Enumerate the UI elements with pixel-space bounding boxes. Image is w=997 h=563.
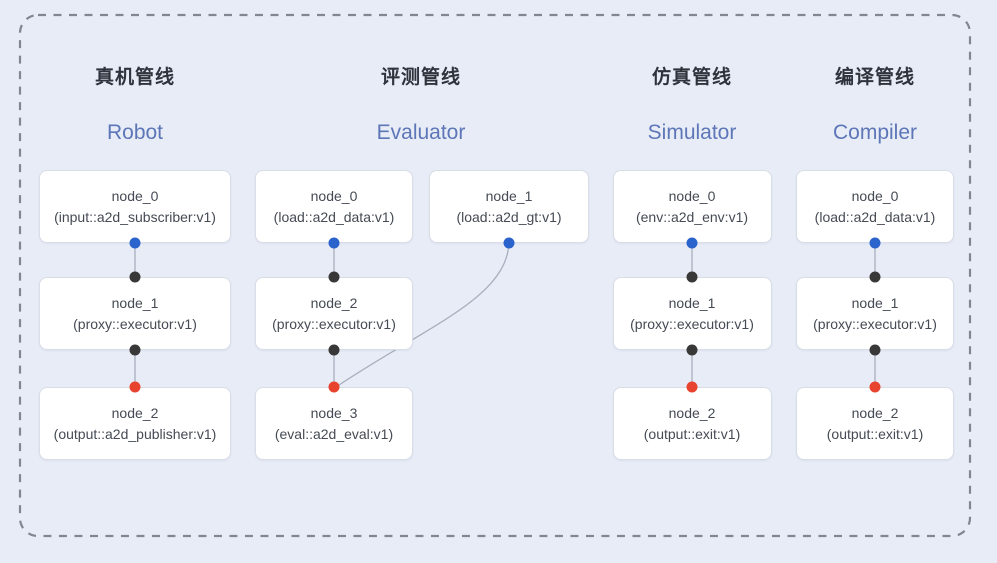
connector-dot-black: [686, 344, 698, 356]
connector-dot-black: [129, 344, 141, 356]
node-box-robot-node_1: node_1(proxy::executor:v1): [39, 277, 231, 350]
pipeline-title-en-evaluator: Evaluator: [376, 121, 466, 144]
node-subtitle: (load::a2d_data:v1): [273, 208, 395, 225]
connector-dot-blue: [503, 237, 515, 249]
node-box-robot-node_2: node_2(output::a2d_publisher:v1): [39, 387, 231, 460]
connector-dot-red: [328, 381, 340, 393]
pipeline-title-cn-evaluator: 评测管线: [380, 67, 462, 88]
node-subtitle: (input::a2d_subscriber:v1): [54, 208, 216, 225]
node-subtitle: (proxy::executor:v1): [272, 315, 396, 332]
node-subtitle: (load::a2d_data:v1): [814, 208, 936, 225]
node-label: node_2: [851, 404, 899, 421]
node-box-simulator-node_2: node_2(output::exit:v1): [612, 387, 772, 460]
node-label: node_1: [668, 294, 716, 311]
connector-dot-black: [328, 271, 340, 283]
node-subtitle: (proxy::executor:v1): [73, 315, 197, 332]
node-subtitle: (output::a2d_publisher:v1): [53, 425, 217, 442]
node-label: node_1: [851, 294, 899, 311]
node-subtitle: (eval::a2d_eval:v1): [274, 425, 394, 442]
node-box-simulator-node_0: node_0(env::a2d_env:v1): [612, 170, 772, 243]
pipeline-title-en-compiler: Compiler: [832, 121, 918, 144]
node-label: node_0: [111, 187, 159, 204]
node-box-evaluator-node_2: node_2(proxy::executor:v1): [255, 277, 413, 350]
node-label: node_0: [668, 187, 716, 204]
connector-dot-black: [869, 344, 881, 356]
node-label: node_1: [485, 187, 533, 204]
node-box-evaluator-node_0: node_0(load::a2d_data:v1): [255, 170, 413, 243]
node-box-robot-node_0: node_0(input::a2d_subscriber:v1): [39, 170, 231, 243]
connector-dot-blue: [328, 237, 340, 249]
pipeline-title-cn-robot: 真机管线: [94, 67, 176, 88]
node-box-evaluator-node_1: node_1(load::a2d_gt:v1): [429, 170, 589, 243]
node-subtitle: (output::exit:v1): [643, 425, 741, 442]
connector-dot-red: [686, 381, 698, 393]
node-subtitle: (env::a2d_env:v1): [635, 208, 749, 225]
node-subtitle: (proxy::executor:v1): [630, 315, 754, 332]
pipeline-title-en-simulator: Simulator: [647, 121, 737, 144]
node-box-simulator-node_1: node_1(proxy::executor:v1): [612, 277, 772, 350]
node-subtitle: (load::a2d_gt:v1): [456, 208, 562, 225]
dashed-boundary: [18, 13, 972, 538]
connector-dot-black: [686, 271, 698, 283]
connector-dot-black: [869, 271, 881, 283]
node-subtitle: (output::exit:v1): [826, 425, 924, 442]
node-label: node_3: [310, 404, 358, 421]
connector-dot-red: [869, 381, 881, 393]
node-label: node_0: [310, 187, 358, 204]
node-subtitle: (proxy::executor:v1): [813, 315, 937, 332]
pipeline-title-cn-simulator: 仿真管线: [651, 67, 733, 88]
connector-dot-black: [328, 344, 340, 356]
pipeline-title-en-robot: Robot: [106, 121, 164, 144]
pipeline-title-cn-compiler: 编译管线: [834, 67, 916, 88]
node-label: node_0: [851, 187, 899, 204]
node-box-compiler-node_1: node_1(proxy::executor:v1): [796, 277, 954, 350]
connector-dot-red: [129, 381, 141, 393]
edge-evaluator-node_1-node_3: [335, 242, 510, 388]
connector-dot-black: [129, 271, 141, 283]
node-box-compiler-node_2: node_2(output::exit:v1): [796, 387, 954, 460]
node-label: node_2: [111, 404, 159, 421]
connector-dot-blue: [686, 237, 698, 249]
connector-dot-blue: [129, 237, 141, 249]
node-label: node_1: [111, 294, 159, 311]
node-box-evaluator-node_3: node_3(eval::a2d_eval:v1): [255, 387, 413, 460]
node-label: node_2: [668, 404, 716, 421]
node-label: node_2: [310, 294, 358, 311]
node-box-compiler-node_0: node_0(load::a2d_data:v1): [796, 170, 954, 243]
connector-dot-blue: [869, 237, 881, 249]
